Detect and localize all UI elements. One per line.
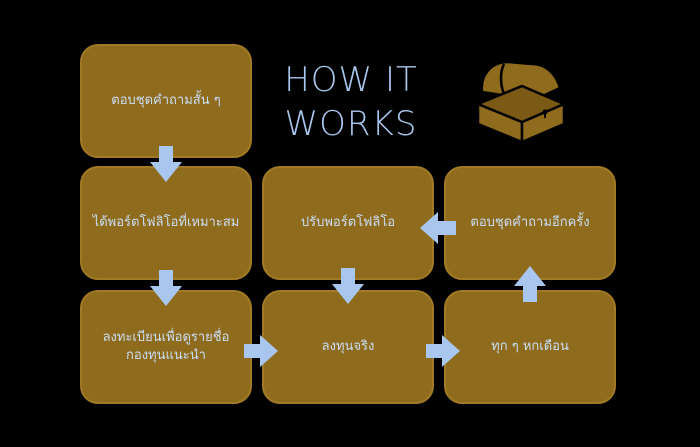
title-line-1: HOW IT — [284, 60, 418, 100]
step-box-rebalance: ปรับพอร์ตโฟลิโอ — [262, 166, 434, 280]
arrow-left-icon — [420, 212, 456, 244]
step-label: ตอบชุดคำถามอีกครั้ง — [470, 215, 590, 230]
arrow-right-icon — [426, 335, 460, 367]
arrow-down-icon — [332, 268, 364, 304]
step-box-invest: ลงทุนจริง — [262, 290, 434, 404]
step-box-get-portfolio: ได้พอร์ตโฟลิโอที่เหมาะสม — [80, 166, 252, 280]
step-box-answer-again: ตอบชุดคำถามอีกครั้ง — [444, 166, 616, 280]
step-box-register: ลงทะเบียนเพื่อดูรายชื่อ กองทุนแนะนำ — [80, 290, 252, 404]
step-label-line-1: ลงทะเบียนเพื่อดูรายชื่อ — [102, 330, 230, 345]
step-box-answer-questions: ตอบชุดคำถามสั้น ๆ — [80, 44, 252, 158]
step-label-line-2: กองทุนแนะนำ — [126, 348, 206, 363]
treasure-chest-icon — [476, 60, 566, 144]
step-label: ได้พอร์ตโฟลิโอที่เหมาะสม — [92, 215, 240, 230]
step-label: ลงทุนจริง — [321, 339, 375, 354]
arrow-up-icon — [514, 266, 546, 302]
arrow-down-icon — [150, 270, 182, 306]
step-label: ตอบชุดคำถามสั้น ๆ — [111, 93, 221, 108]
title-line-2: WORKS — [284, 104, 418, 144]
arrow-down-icon — [150, 146, 182, 182]
page-title: HOW IT WORKS — [276, 58, 426, 146]
arrow-right-icon — [244, 335, 278, 367]
step-box-every-six-months: ทุก ๆ หกเดือน — [444, 290, 616, 404]
step-label: ทุก ๆ หกเดือน — [491, 339, 569, 354]
step-label: ปรับพอร์ตโฟลิโอ — [300, 215, 396, 230]
